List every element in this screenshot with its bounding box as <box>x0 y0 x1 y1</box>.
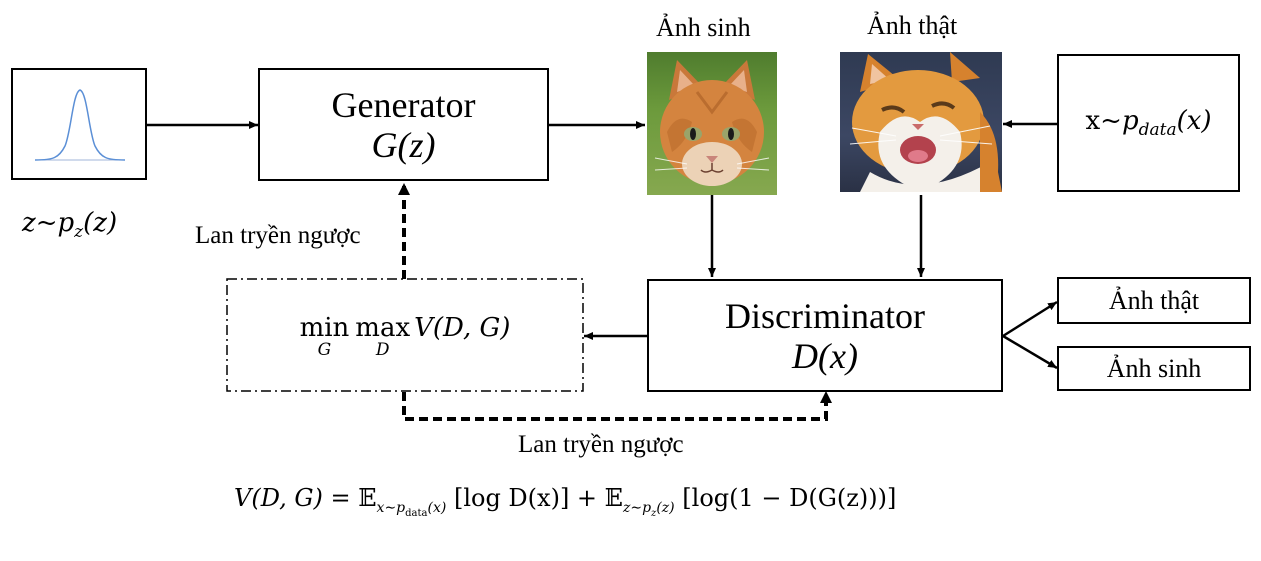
data-sub: data <box>1138 120 1177 141</box>
discriminator-formula: D(x) <box>792 335 858 376</box>
noise-sub: z <box>74 222 84 243</box>
generated-image-caption: Ảnh sinh <box>656 13 751 42</box>
loss-formula: V(D, G) = 𝔼x∼pdata(x) [log D(x)] + 𝔼z∼pz… <box>234 484 896 519</box>
data-p: p <box>1121 105 1139 136</box>
data-tilde: ~ <box>1100 105 1122 136</box>
noise-label: z~pz(z) <box>22 208 117 242</box>
max-label: max <box>355 313 411 343</box>
arrow-to-output-real <box>1002 300 1058 338</box>
expectation-2-sub2: z <box>651 507 657 519</box>
value-function: V(D, G) <box>414 313 511 343</box>
generator-formula: G(z) <box>371 124 436 165</box>
expectation-2: 𝔼 <box>604 484 623 512</box>
gaussian-curve-icon <box>34 89 126 161</box>
data-distribution-label: x~pdata(x) <box>1085 106 1211 140</box>
min-operator: min G <box>299 313 350 360</box>
real-cat-image <box>840 52 1002 192</box>
generator-box: Generator G(z) <box>258 68 549 181</box>
output-fake-label: Ảnh sinh <box>1106 353 1202 383</box>
backprop-label-top: Lan tryền ngược <box>195 222 361 249</box>
expectation-2-sub3: (z) <box>656 499 675 516</box>
noise-p: p <box>57 208 75 238</box>
min-label: min <box>299 313 350 343</box>
real-image-caption: Ảnh thật <box>867 11 958 40</box>
max-sub: D <box>375 340 390 360</box>
loss-lhs: V(D, G) = <box>234 484 359 512</box>
output-real-label: Ảnh thật <box>1108 285 1200 315</box>
expectation-1-sub: x∼p <box>376 499 406 516</box>
noise-distribution-box <box>11 68 147 180</box>
noise-arg: (z) <box>83 208 118 238</box>
backprop-label-bottom: Lan tryền ngược <box>518 431 684 458</box>
arrow-to-output-fake <box>1002 334 1058 370</box>
data-distribution-box: x~pdata(x) <box>1057 54 1240 192</box>
noise-var: z <box>22 208 36 238</box>
generator-title: Generator <box>331 84 476 125</box>
generated-cat-image <box>647 52 777 195</box>
expectation-1-sub3: (x) <box>427 499 447 516</box>
loss-term-1: [log D(x)] + <box>453 484 605 512</box>
min-sub: G <box>317 340 332 360</box>
expectation-1-sub2: data <box>405 507 428 519</box>
expectation-1: 𝔼 <box>358 484 377 512</box>
data-var: x <box>1085 105 1101 136</box>
noise-tilde: ~ <box>35 208 58 238</box>
output-real-box: Ảnh thật <box>1057 277 1251 324</box>
expectation-2-sub: z∼p <box>622 499 652 516</box>
backprop-arrow-to-discriminator <box>402 391 832 421</box>
discriminator-title: Discriminator <box>725 295 925 336</box>
discriminator-box: Discriminator D(x) <box>647 279 1003 392</box>
objective-box: min G max D V(D, G) <box>227 279 583 391</box>
output-fake-box: Ảnh sinh <box>1057 346 1251 391</box>
max-operator: max D <box>355 313 411 360</box>
data-arg: (x) <box>1176 105 1212 136</box>
loss-term-2: [log(1 − D(G(z)))] <box>682 484 897 512</box>
minmax-expression: min G max D V(D, G) <box>299 313 511 360</box>
